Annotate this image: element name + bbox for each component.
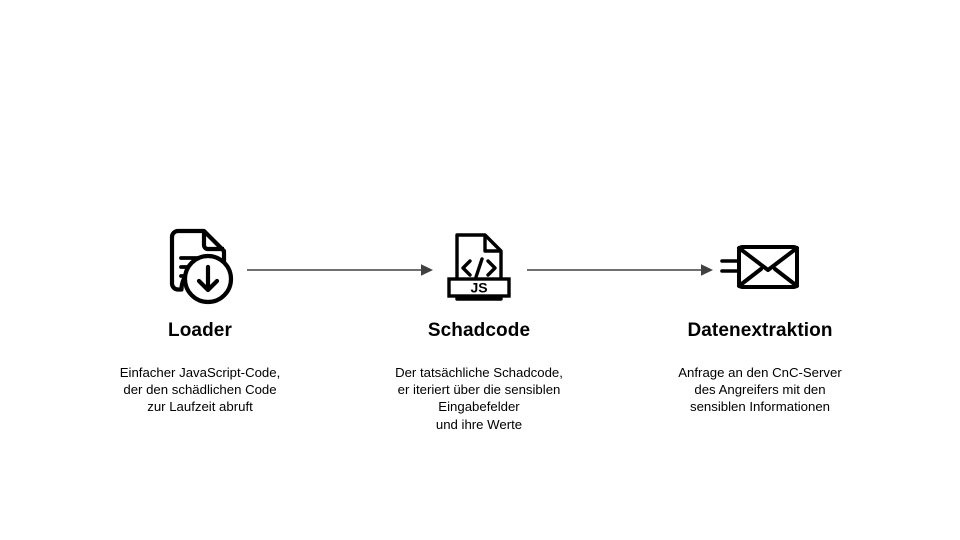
stage-loader-icon-slot bbox=[60, 228, 340, 306]
arrow-schadcode-to-datenextraktion bbox=[525, 258, 715, 282]
stage-schadcode-description: Der tatsächliche Schadcode, er iteriert … bbox=[395, 365, 563, 432]
arrow-right-icon bbox=[527, 264, 713, 276]
document-download-icon bbox=[169, 228, 234, 305]
stage-loader-title: Loader bbox=[168, 320, 232, 341]
stage-loader: Loader Einfacher JavaScript-Code, der de… bbox=[60, 228, 340, 416]
js-file-code-icon: JS bbox=[447, 233, 511, 301]
stage-datenextraktion-icon-slot bbox=[620, 228, 900, 306]
stage-schadcode-title: Schadcode bbox=[427, 320, 531, 341]
arrow-right-icon bbox=[247, 264, 433, 276]
send-envelope-icon bbox=[720, 245, 799, 289]
js-badge-label: JS bbox=[470, 280, 487, 296]
stage-loader-description: Einfacher JavaScript-Code, der den schäd… bbox=[119, 365, 281, 415]
stage-datenextraktion-title: Datenextraktion bbox=[687, 320, 833, 341]
stage-datenextraktion-description: Anfrage an den CnC-Server des Angreifers… bbox=[678, 365, 842, 415]
stage-datenextraktion: Datenextraktion Anfrage an den CnC-Serve… bbox=[620, 228, 900, 416]
stage-schadcode-icon-slot: JS bbox=[339, 228, 619, 306]
arrow-loader-to-schadcode bbox=[245, 258, 435, 282]
stage-schadcode: JS Schadcode Der tatsächliche Schadcode,… bbox=[339, 228, 619, 433]
